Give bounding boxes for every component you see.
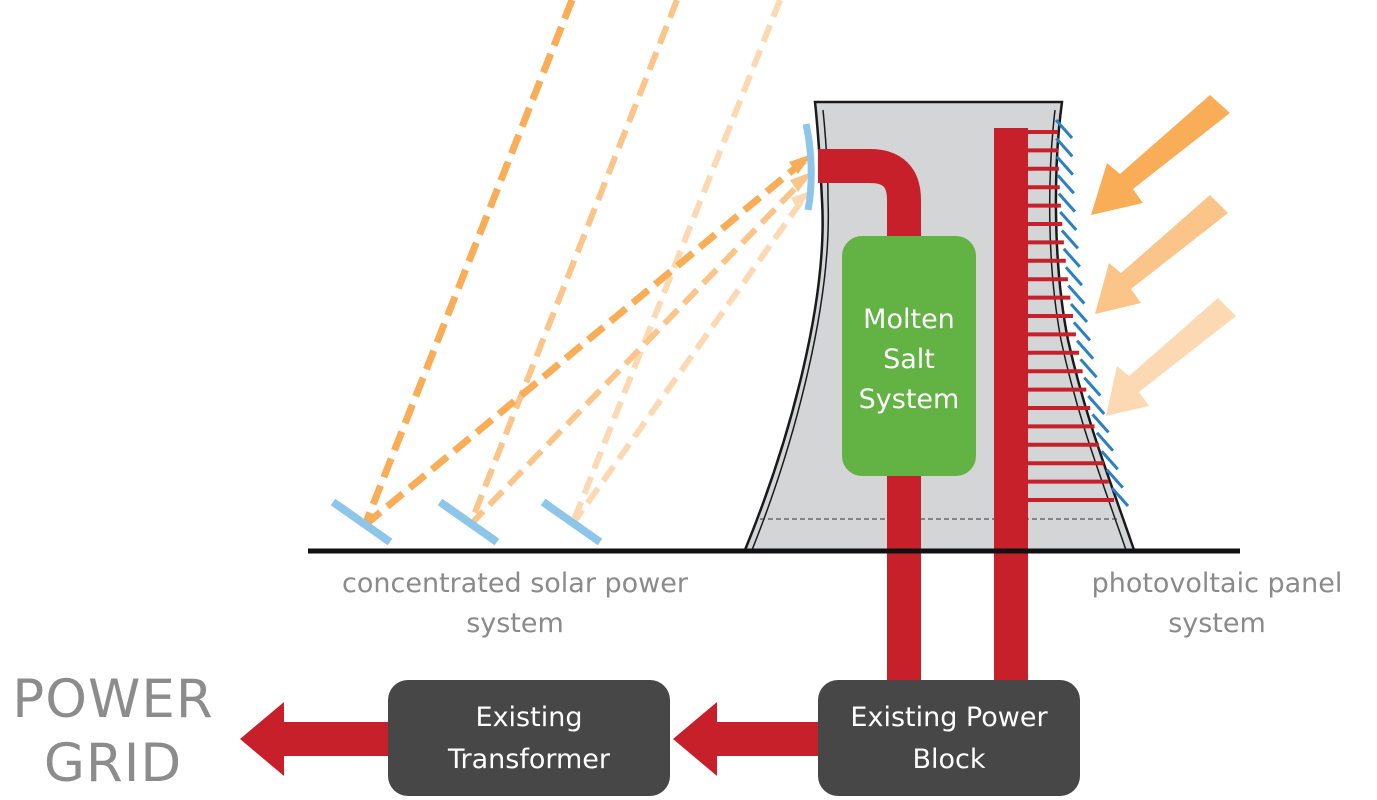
molten-salt-text: Molten Salt System: [842, 300, 976, 420]
arrow-shaft-2: [276, 722, 388, 756]
transformer-text: Existing Transformer: [388, 697, 670, 781]
molten-salt-line2: Salt: [883, 344, 935, 375]
csp-label-line2: system: [466, 608, 564, 639]
pv-panel: [1060, 229, 1080, 250]
pv-label-line2: system: [1168, 608, 1266, 639]
sun-ray-2-reflected: [467, 175, 808, 528]
pv-panel: [1064, 266, 1084, 287]
pv-panel: [1075, 339, 1095, 360]
pv-panel: [1057, 192, 1077, 213]
molten-salt-line3: System: [858, 384, 960, 415]
pv-sun-arrow-2: [1095, 195, 1228, 314]
pv-panel: [1091, 413, 1110, 434]
cooling-tower-outer-edge: [1048, 109, 1127, 551]
pv-system-label: photovoltaic panel system: [1062, 564, 1372, 644]
csp-mirror-2: [437, 498, 500, 546]
csp-mirror-3: [540, 498, 603, 546]
pv-panel: [1054, 119, 1074, 139]
molten-salt-line1: Molten: [863, 304, 955, 335]
ray-arrowhead-1: [789, 154, 812, 174]
pv-panel: [1072, 321, 1092, 342]
transformer-box: [388, 680, 670, 796]
pv-panel: [1083, 376, 1102, 397]
grid-label-line1: POWER: [12, 669, 214, 730]
pv-panel: [1100, 450, 1119, 471]
molten-salt-pipe: [818, 149, 921, 690]
power-block-text: Existing Power Block: [818, 697, 1080, 781]
arrow-shaft-1: [710, 722, 818, 756]
power-block-box: [818, 680, 1080, 796]
pv-panel: [1062, 247, 1081, 268]
csp-system-label: concentrated solar power system: [300, 564, 730, 644]
pv-panel: [1095, 431, 1115, 452]
pv-label-line1: photovoltaic panel: [1091, 568, 1343, 599]
arrow-transformer-to-grid: [240, 702, 388, 776]
pv-pipe: [994, 128, 1028, 690]
power-block-line2: Block: [912, 744, 986, 775]
sun-ray-1-reflected: [362, 157, 808, 528]
pv-panel: [1056, 174, 1075, 195]
pv-panel: [1055, 137, 1074, 158]
arrow-head-1: [673, 702, 717, 776]
arrow-power-block-to-transformer: [673, 702, 818, 776]
power-block-line1: Existing Power: [850, 702, 1048, 733]
power-grid-label: POWER GRID: [0, 668, 226, 796]
pv-panel-array: [1026, 119, 1130, 507]
pv-panel: [1110, 487, 1130, 507]
pv-panel: [1059, 211, 1078, 231]
sun-ray-1-incoming: [361, 0, 576, 527]
csp-label-line1: concentrated solar power: [342, 568, 688, 599]
molten-salt-box: [842, 236, 976, 476]
pv-panel: [1105, 468, 1124, 489]
transformer-line1: Existing: [475, 702, 583, 733]
pv-panel: [1079, 358, 1098, 379]
sun-arrows-pv: [1091, 95, 1236, 416]
pv-sun-arrow-3: [1106, 298, 1236, 416]
tower-receiver-mirror: [802, 123, 815, 211]
sun-ray-3-reflected: [569, 194, 808, 527]
pv-panel: [1087, 395, 1106, 415]
sun-rays-csp: [361, 0, 808, 528]
pv-panel: [1055, 155, 1075, 176]
pv-panel: [1069, 303, 1089, 323]
csp-mirror-1: [330, 498, 393, 546]
pv-panel: [1067, 284, 1086, 305]
transformer-line2: Transformer: [447, 744, 610, 775]
ray-arrowhead-2: [790, 172, 812, 192]
sun-ray-2-incoming: [467, 0, 680, 527]
grid-label-line2: GRID: [43, 733, 183, 794]
arrow-head-2: [240, 702, 284, 776]
csp-mirrors: [330, 498, 603, 546]
pv-sun-arrow-1: [1091, 95, 1230, 215]
